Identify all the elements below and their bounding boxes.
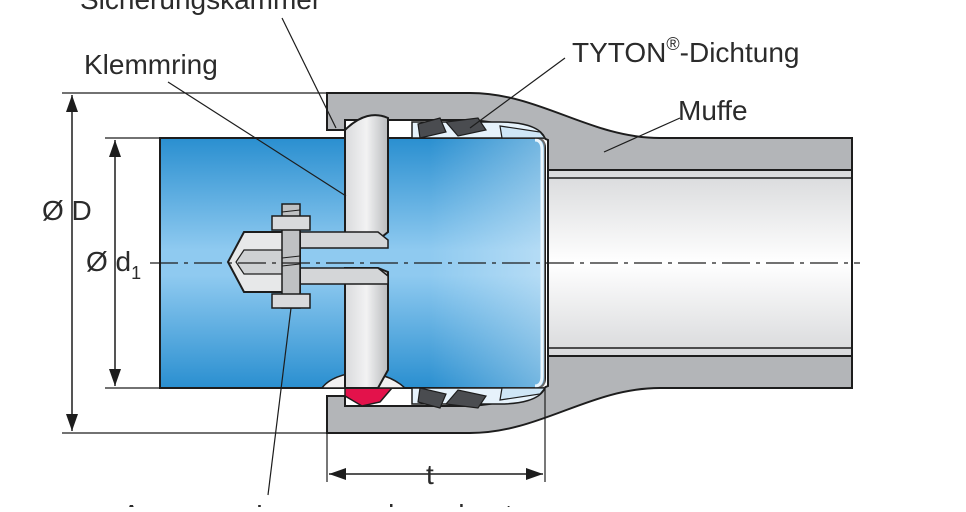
- label-klemmring: Klemmring: [84, 49, 218, 80]
- label-muffe: Muffe: [678, 95, 748, 126]
- label-inner-diameter: Ø d1: [86, 246, 141, 283]
- clamping-ring: [299, 114, 389, 389]
- leader-lines: [167, 17, 681, 496]
- tyton-seal-top: [411, 117, 547, 139]
- label-inner-diameter-subscript: 1: [131, 263, 141, 283]
- label-inner-diameter-symbol: Ø d: [86, 246, 131, 277]
- dimension-inner-diameter: [105, 137, 160, 389]
- label-bottom-cutoff: Auge vom Lager aus berechnet: [122, 499, 513, 507]
- label-tyton-registered: ®: [666, 34, 679, 54]
- label-socket-depth: t: [426, 459, 434, 490]
- dimension-outer-diameter: [62, 92, 327, 434]
- label-outer-diameter: Ø D: [42, 195, 92, 226]
- locking-segment-red: [344, 387, 394, 407]
- label-sicherungskammer: Sicherungskammer: [80, 0, 321, 15]
- label-tyton-dichtung: TYTON®-Dichtung: [572, 34, 800, 68]
- dimension-socket-depth: [326, 388, 546, 482]
- label-tyton-main: TYTON: [572, 37, 666, 68]
- tyton-seal-bottom: [411, 387, 547, 409]
- label-tyton-rest: -Dichtung: [680, 37, 800, 68]
